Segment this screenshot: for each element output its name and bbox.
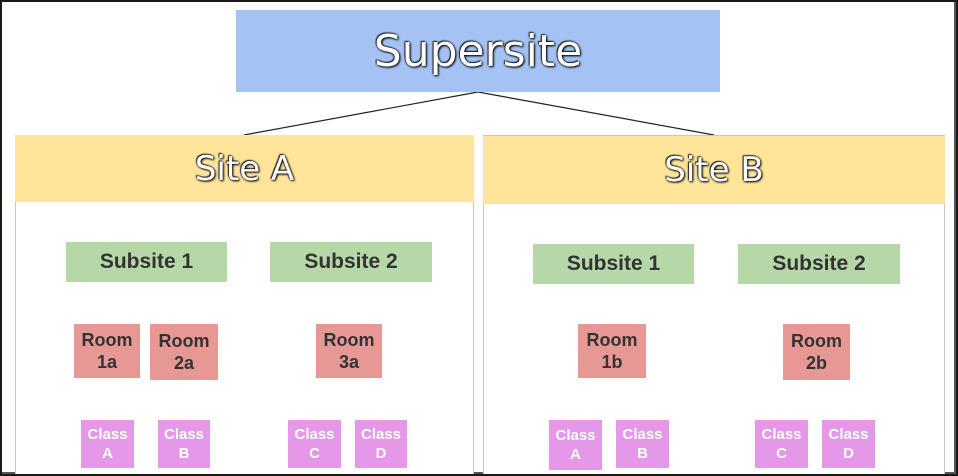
connector: [243, 91, 479, 136]
class-id: B: [637, 445, 648, 462]
room-label: Room: [791, 331, 842, 351]
room-id: 1a: [96, 352, 118, 372]
site-b-subsite-1-node: Subsite 1: [533, 244, 694, 284]
class-label: Class: [87, 426, 128, 443]
site-a-subsite-1-node: Subsite 1: [66, 242, 227, 282]
class-label: Class: [360, 426, 402, 443]
site-a-subsite-2-node: Subsite 2: [270, 242, 432, 282]
class-label: Class: [622, 426, 663, 443]
supersite-label: Supersite: [373, 25, 583, 77]
subsite-label: Subsite 1: [99, 250, 194, 273]
room-label: Room: [158, 331, 210, 351]
class-id: D: [843, 445, 854, 462]
class-id: C: [776, 445, 787, 462]
class-id: A: [570, 446, 581, 463]
room-label: Room: [81, 330, 133, 350]
subsite-label: Subsite 2: [304, 250, 398, 273]
class-label: Class: [163, 426, 205, 443]
class-id: D: [375, 445, 387, 462]
class-label: Class: [294, 426, 335, 443]
class-id: C: [309, 445, 320, 462]
room-id: 3a: [338, 352, 360, 372]
class-label: Class: [555, 427, 596, 444]
room-id: 1b: [601, 352, 623, 372]
site-a-label: Site A: [194, 148, 295, 189]
site-b-subsite-2-node: Subsite 2: [738, 244, 900, 284]
class-id: B: [178, 445, 190, 462]
class-label: Class: [828, 426, 869, 443]
class-id: A: [102, 445, 113, 462]
subsite-label: Subsite 1: [566, 252, 661, 275]
site-a-node: Site A: [15, 135, 474, 202]
room-id: 2b: [805, 353, 827, 373]
room-id: 2a: [173, 353, 195, 373]
site-b-node: Site B: [483, 136, 945, 204]
connector: [477, 91, 715, 136]
class-label: Class: [761, 426, 802, 443]
site-b-label: Site B: [664, 150, 764, 190]
subsite-label: Subsite 2: [772, 252, 866, 275]
room-label: Room: [586, 330, 638, 350]
room-label: Room: [323, 330, 375, 350]
supersite-node: Supersite: [236, 10, 720, 92]
